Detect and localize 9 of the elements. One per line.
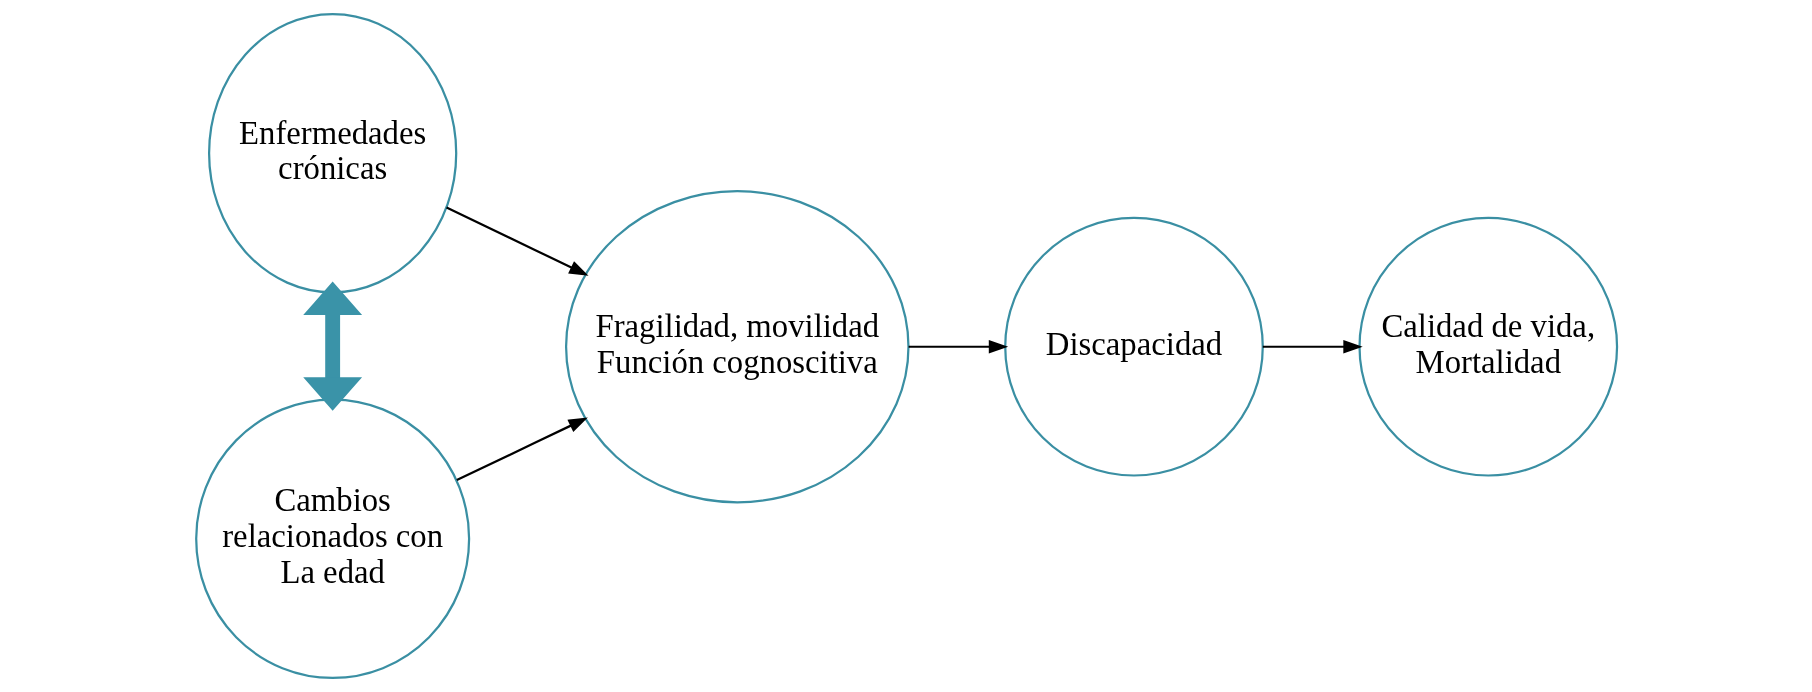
arrow [1262,339,1363,354]
arrow [455,417,588,482]
arrow [445,206,589,276]
node-circle: Cambios relacionados con La edad [194,398,470,680]
node-circle: Discapacidad [1003,216,1264,477]
arrow [908,339,1008,354]
node-ellipse: Enfermedades crónicas [207,12,457,294]
arrow [302,281,362,411]
node-circle: Calidad de vida, Mortalidad [1357,216,1618,477]
